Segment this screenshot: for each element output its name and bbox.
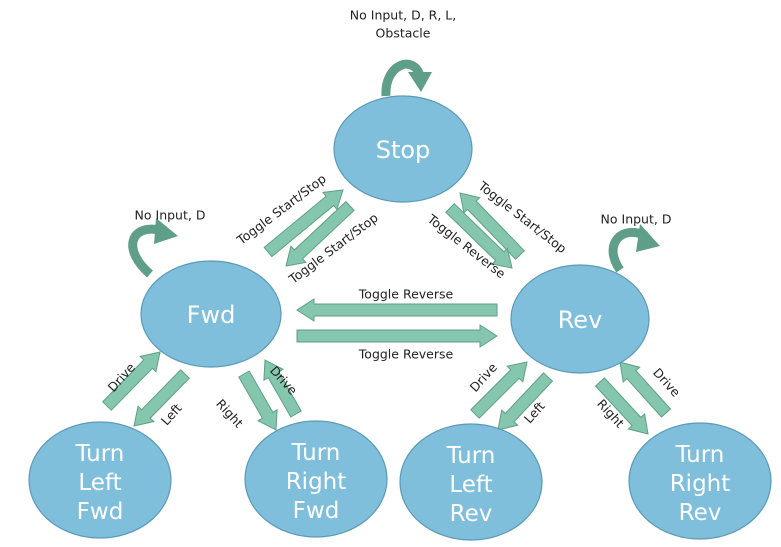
- arrows-layer: [101, 189, 672, 435]
- state-stop-node: [333, 95, 473, 203]
- arrow-fwd-to-trf: [238, 370, 278, 431]
- fwd-loop-label: No Input, D: [135, 208, 206, 223]
- state-fwd-label: Fwd: [187, 301, 236, 329]
- fwd-self-loop-icon: [128, 218, 178, 278]
- state-turn-right-rev-line2: Right: [670, 471, 731, 497]
- state-turn-right-rev-line3: Rev: [679, 500, 722, 526]
- state-turn-left-fwd-line1: Turn: [75, 441, 125, 467]
- state-turn-left-fwd: Turn Left Fwd: [28, 421, 172, 539]
- state-turn-right-fwd-line3: Fwd: [293, 498, 340, 524]
- arrow-trr-to-rev: [619, 361, 672, 418]
- rev-self-loop-icon: [608, 224, 660, 273]
- state-turn-left-rev-line2: Left: [449, 472, 492, 498]
- arrow-tlf-to-fwd: [101, 351, 161, 411]
- arrow-fwd-to-tlf: [133, 369, 191, 427]
- state-turn-right-fwd-node: [244, 420, 388, 538]
- state-fwd: Fwd: [140, 260, 282, 368]
- arrow-tlr-to-rev: [470, 361, 528, 419]
- arrow-fwd-to-rev: [296, 324, 498, 348]
- arrow-stop-to-fwd: [285, 200, 355, 267]
- state-rev: Rev: [510, 264, 650, 374]
- stop-loop-label-line2: Obstacle: [376, 26, 431, 41]
- state-turn-left-fwd-node: [28, 421, 172, 539]
- arrow-rev-to-fwd: [296, 298, 498, 322]
- state-turn-left-rev-node: [399, 423, 543, 541]
- loops-layer: [128, 59, 660, 278]
- arrow-trf-to-fwd: [263, 359, 302, 418]
- state-turn-left-rev-line1: Turn: [446, 443, 496, 469]
- fwd-to-trf-label: Right: [213, 396, 246, 431]
- state-turn-left-rev: Turn Left Rev: [399, 423, 543, 541]
- state-turn-right-fwd-line2: Right: [286, 469, 347, 495]
- stop-loop-label-line1: No Input, D, R, L,: [350, 8, 456, 23]
- state-turn-right-rev-node: [628, 422, 772, 540]
- state-turn-right-rev: Turn Right Rev: [628, 422, 772, 540]
- rev-to-fwd-label: Toggle Reverse: [358, 287, 454, 302]
- stop-self-loop-icon: [381, 59, 432, 97]
- arrow-rev-to-trr: [594, 377, 649, 435]
- arrow-rev-to-tlr: [497, 372, 554, 431]
- rev-loop-label: No Input, D: [601, 212, 672, 227]
- state-turn-right-fwd: Turn Right Fwd: [244, 420, 388, 538]
- fwd-to-rev-label: Toggle Reverse: [358, 347, 454, 362]
- state-turn-right-fwd-line1: Turn: [291, 440, 341, 466]
- state-turn-left-fwd-line3: Fwd: [77, 499, 124, 525]
- state-rev-node: [510, 264, 650, 374]
- state-stop: Stop: [333, 95, 473, 203]
- state-stop-label: Stop: [376, 136, 431, 164]
- arrow-fwd-to-stop: [263, 189, 344, 258]
- state-rev-label: Rev: [558, 306, 603, 334]
- state-fwd-node: [140, 260, 282, 368]
- state-turn-left-rev-line3: Rev: [450, 501, 493, 527]
- arrow-stop-to-rev: [445, 202, 513, 269]
- state-turn-left-fwd-line2: Left: [78, 470, 121, 496]
- state-turn-right-rev-line1: Turn: [675, 442, 725, 468]
